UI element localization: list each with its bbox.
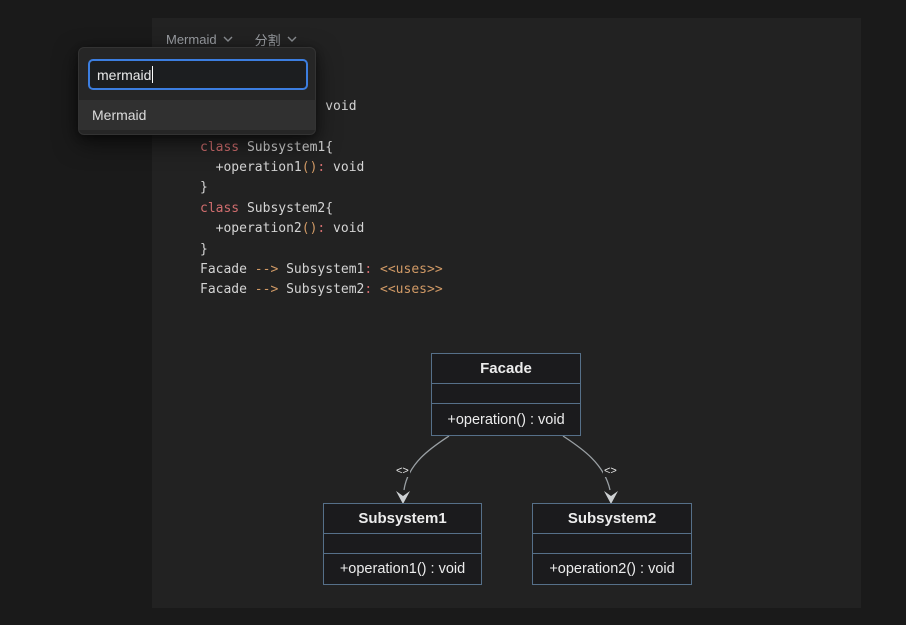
- code-line: class Subsystem1{: [200, 139, 334, 155]
- split-dropdown-label: 分割: [254, 32, 281, 48]
- class-method: +operation() : void: [447, 411, 565, 428]
- code-line: class Subsystem2{: [200, 200, 334, 216]
- class-method: +operation1() : void: [339, 561, 466, 577]
- chevron-down-icon: [287, 36, 297, 42]
- text-caret: [152, 66, 154, 83]
- class-attributes: [324, 534, 481, 554]
- class-name: Subsystem1: [324, 504, 481, 534]
- code-block-toolbar: Mermaid 分割: [166, 28, 297, 50]
- language-suggestion-item[interactable]: Mermaid: [79, 100, 315, 130]
- edge-label: <>: [603, 465, 618, 477]
- code-line: +operation1(): void: [200, 160, 365, 176]
- edge-facade-subsystem1: [403, 435, 450, 491]
- split-dropdown[interactable]: 分割: [255, 30, 297, 49]
- class-box-facade: Facade +operation() : void: [431, 353, 581, 436]
- code-line: Facade --> Subsystem2: <<uses>>: [200, 282, 443, 298]
- code-line: }: [200, 241, 208, 257]
- language-suggestion-label: Mermaid: [92, 107, 147, 123]
- language-search-value: mermaid: [97, 66, 152, 83]
- code-line: }: [200, 180, 208, 196]
- class-box-subsystem1: Subsystem1 +operation1() : void: [323, 503, 482, 585]
- class-box-subsystem2: Subsystem2 +operation2() : void: [532, 503, 692, 585]
- edge-facade-subsystem2: [562, 435, 611, 491]
- language-dropdown-label: Mermaid: [166, 31, 217, 47]
- code-line: Facade --> Subsystem1: <<uses>>: [200, 262, 443, 278]
- language-dropdown[interactable]: Mermaid: [166, 32, 233, 47]
- edge-label: <>: [395, 465, 410, 477]
- class-name: Subsystem2: [533, 504, 691, 534]
- class-attributes: [533, 534, 691, 554]
- language-search-input[interactable]: mermaid: [88, 59, 308, 90]
- class-name: Facade: [432, 354, 580, 384]
- code-line: +operation2(): void: [200, 221, 365, 237]
- class-attributes: [432, 384, 580, 404]
- chevron-down-icon: [223, 36, 233, 42]
- class-method: +operation2() : void: [549, 561, 675, 577]
- language-picker-popup: mermaid Mermaid: [78, 47, 316, 135]
